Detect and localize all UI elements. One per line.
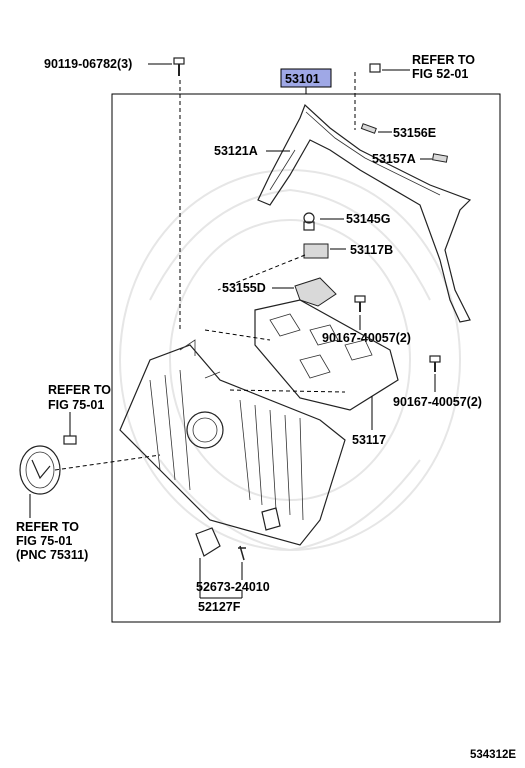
label-53121a[interactable]: 53121A (214, 144, 258, 158)
bolt-icon-90167-b (429, 355, 441, 372)
dashed-guide-emblem (54, 454, 161, 471)
label-53101[interactable]: 53101 (285, 72, 320, 86)
part-53156e-shape (360, 123, 377, 134)
part-53157a-shape (432, 153, 448, 163)
dashed-guide-grille-panel (204, 329, 271, 341)
label-53156e[interactable]: 53156E (393, 126, 436, 140)
dashed-guide-53117b (217, 254, 306, 291)
label-52127f[interactable]: 52127F (198, 600, 241, 614)
cover-small-shape (261, 507, 281, 531)
bracket-53155d-shape (294, 277, 337, 307)
figure-code: 534312E (470, 749, 516, 761)
clip-icon-top-right (369, 63, 381, 73)
clip-icon-left (63, 435, 77, 445)
panel-53117-detail (269, 313, 373, 379)
label-53157a[interactable]: 53157A (372, 152, 416, 166)
molding-53121a (257, 103, 472, 323)
label-53117[interactable]: 53117 (352, 433, 386, 447)
bolt-icon-top-left (173, 57, 185, 76)
molding-inner-line (269, 111, 441, 196)
label-53117b[interactable]: 53117B (350, 243, 393, 257)
label-refer-bottom-line3[interactable]: (PNC 75311) (16, 548, 88, 562)
dashed-guide-grille-panel-2 (229, 389, 346, 393)
label-53155d[interactable]: 53155D (222, 281, 266, 295)
label-refer-bottom-line2[interactable]: FIG 75-01 (16, 534, 72, 548)
label-refer-52-01-line1[interactable]: REFER TO (412, 53, 475, 67)
clip-53145g-icon (303, 212, 315, 231)
watermark-emblem (119, 169, 461, 552)
label-refer-75-01-line1[interactable]: REFER TO (48, 383, 111, 397)
label-refer-75-01-line2[interactable]: FIG 75-01 (48, 398, 104, 412)
label-refer-bottom-line1[interactable]: REFER TO (16, 520, 79, 534)
clip-icon-52673 (238, 545, 246, 561)
label-53145g[interactable]: 53145G (346, 212, 390, 226)
panel-53117-shape (254, 299, 399, 411)
label-90167-40057-a[interactable]: 90167-40057(2) (322, 331, 411, 345)
label-52673-24010[interactable]: 52673-24010 (196, 580, 270, 594)
grille-main (119, 339, 346, 546)
label-90167-40057-b[interactable]: 90167-40057(2) (393, 395, 482, 409)
label-refer-52-01-line2[interactable]: FIG 52-01 (412, 67, 468, 81)
emblem-icon (19, 445, 61, 495)
bolt-icon-90167-a (354, 295, 366, 312)
label-90119-06782[interactable]: 90119-06782(3) (44, 57, 132, 71)
cover-52127f-shape (195, 527, 221, 557)
bracket-53117b-icon (303, 243, 329, 259)
